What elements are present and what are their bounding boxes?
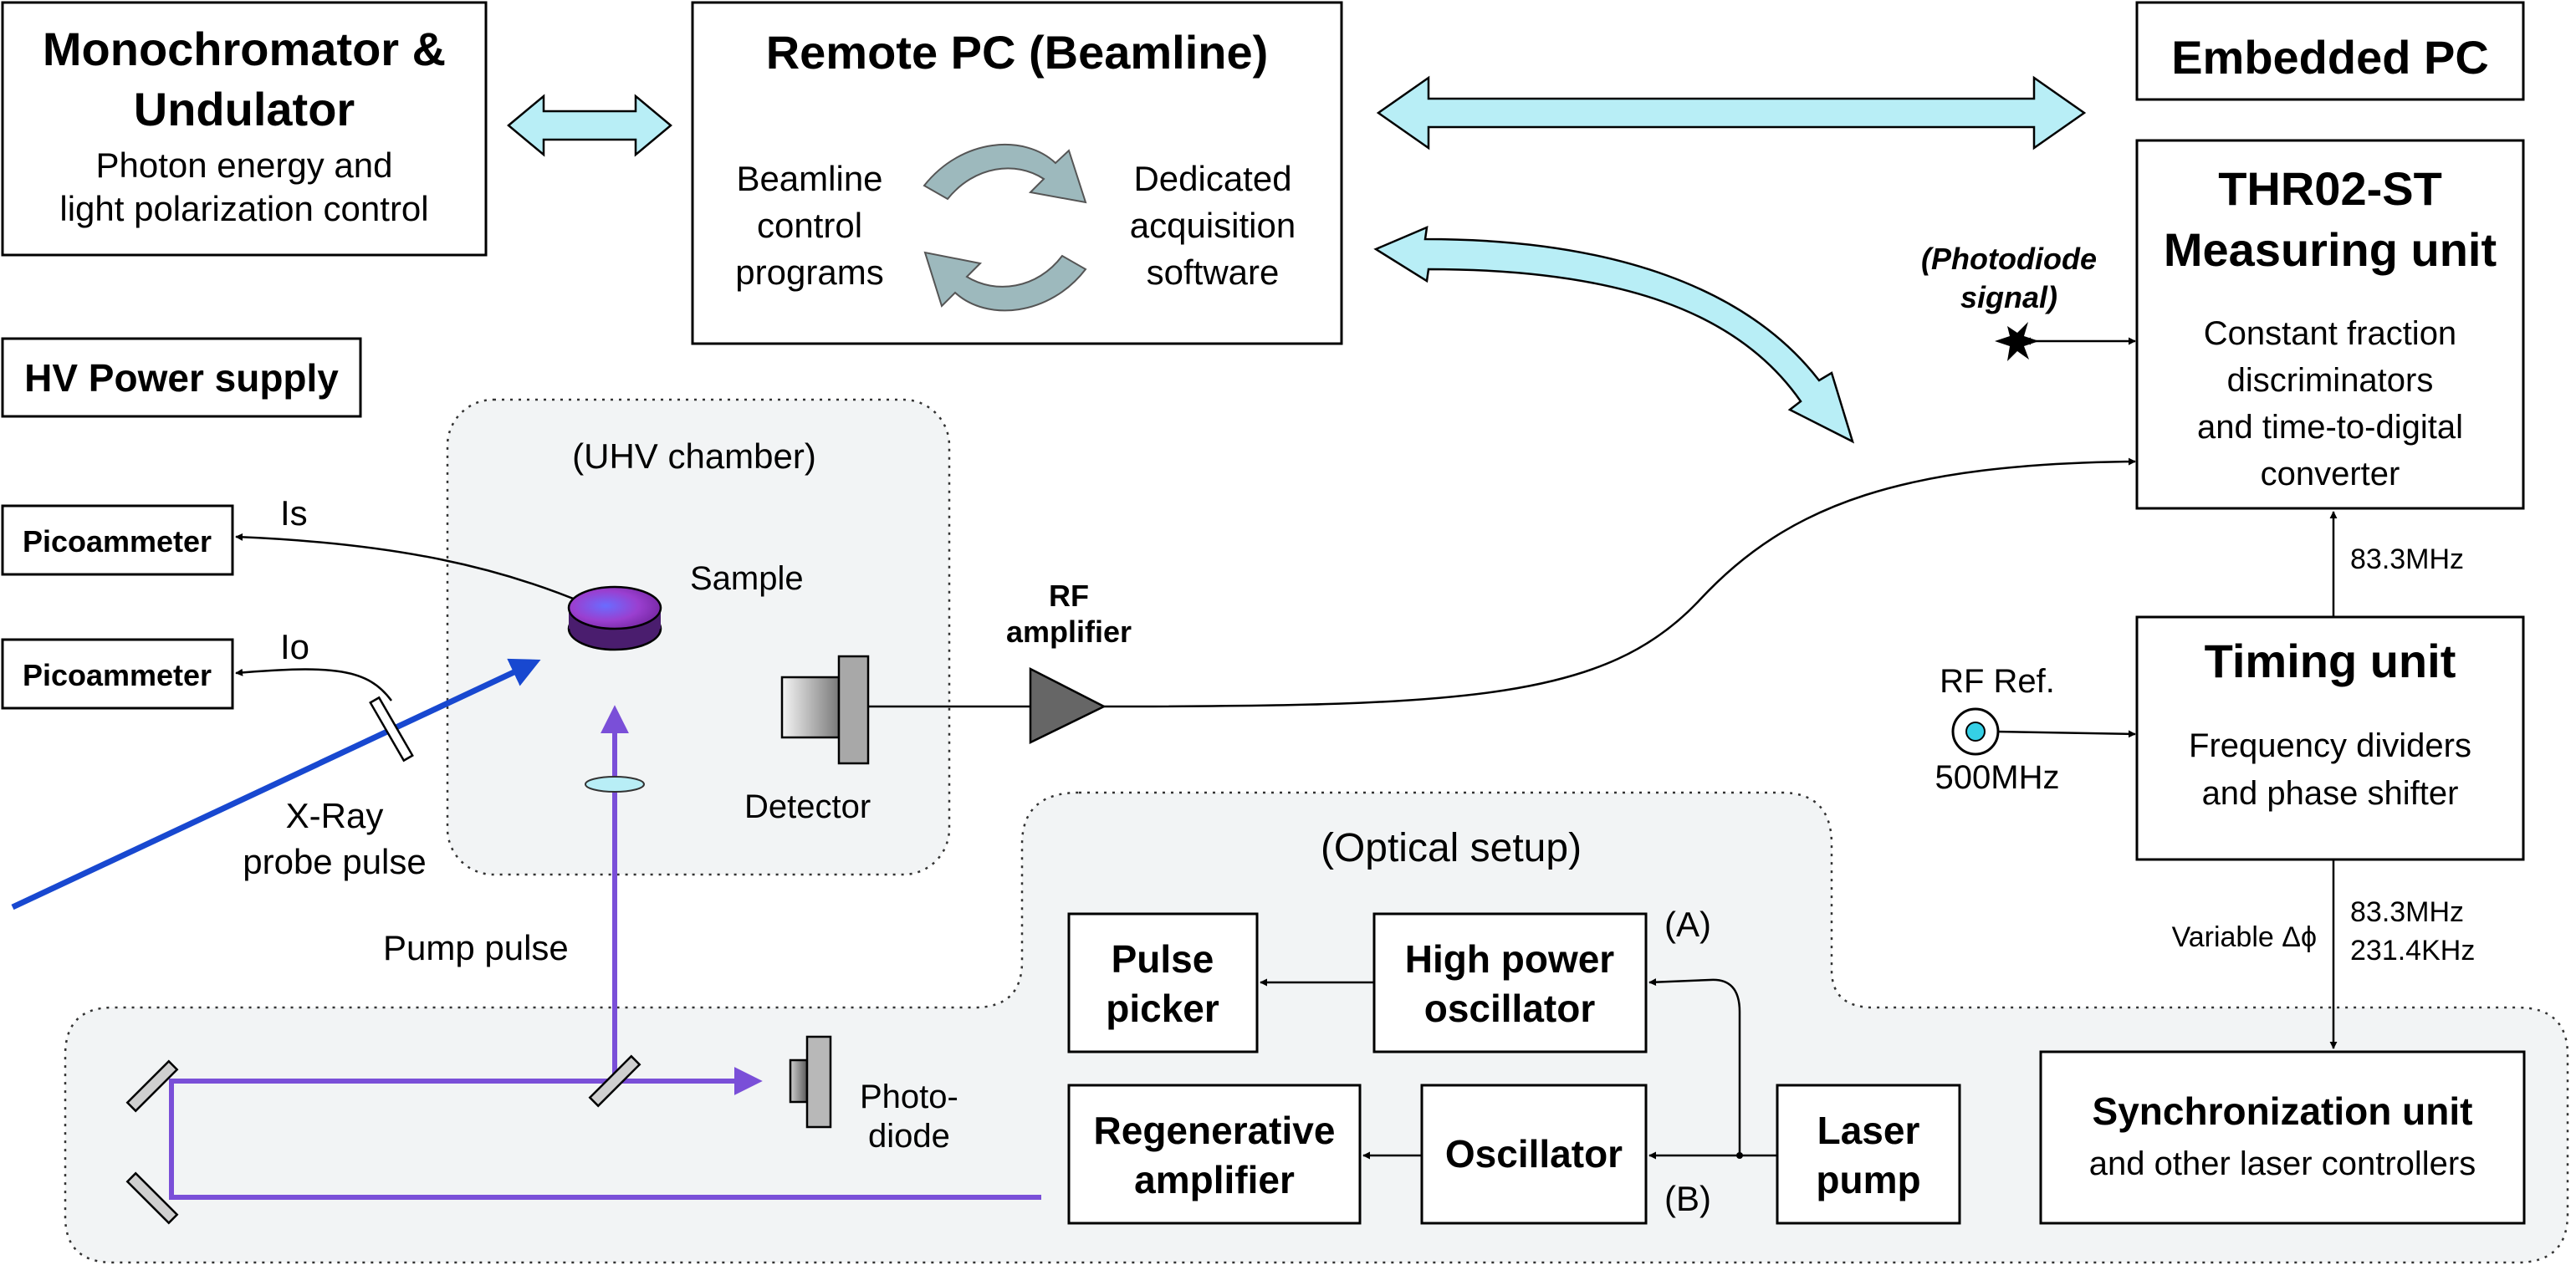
oscillator-box <box>1420 1084 1648 1225</box>
rf-amp-label-2: amplifier <box>1006 615 1132 649</box>
oscillator-title: Oscillator <box>1445 1132 1623 1176</box>
uhv-chamber-label: (UHV chamber) <box>572 436 816 476</box>
timing-unit-box <box>2135 615 2525 861</box>
photodiode-signal-icon <box>1995 322 2039 361</box>
io-foil <box>369 696 414 763</box>
photodiode-label-2: diode <box>868 1118 950 1155</box>
rf-amplifier-icon <box>1029 666 1107 745</box>
remote-pc-right-3: software <box>1147 252 1280 292</box>
freq-bottom-label-1: 83.3MHz <box>2350 896 2464 928</box>
photodiode-signal-label-1: (Photodiode <box>1921 242 2097 276</box>
freq-top-label: 83.3MHz <box>2350 543 2464 575</box>
thr02-line-3: and time-to-digital <box>2197 409 2463 446</box>
pump-beam-path <box>169 1067 1041 1200</box>
rf-freq-label: 500MHz <box>1935 759 2060 796</box>
pulse-picker-line-2: picker <box>1106 987 1219 1030</box>
picoammeter-o-title: Picoammeter <box>23 658 212 692</box>
sync-unit-box <box>2039 1050 2526 1225</box>
pump-to-hpo-wire <box>1648 978 1741 1155</box>
remote-pc-right-2: acquisition <box>1130 206 1296 245</box>
mirror-bottom-left <box>125 1171 179 1225</box>
monochromator-box <box>1 1 488 257</box>
regen-amp-line-2: amplifier <box>1134 1158 1295 1201</box>
thr02-box <box>2135 139 2525 510</box>
monochromator-title-2: Undulator <box>134 83 355 135</box>
laser-pump-box <box>1776 1084 1961 1225</box>
regen-amp-line-1: Regenerative <box>1094 1109 1336 1152</box>
regen-amp-box <box>1067 1084 1362 1225</box>
sync-arrow-bottom-icon <box>923 251 1087 312</box>
mirror-top-left <box>125 1059 179 1113</box>
detector-icon <box>780 655 870 765</box>
path-a-label: (A) <box>1664 905 1711 944</box>
remote-pc-left-1: Beamline <box>736 159 882 198</box>
rf-ref-wire <box>1994 730 2136 738</box>
monochromator-line-2: light polarization control <box>59 189 428 228</box>
rf-ref-connector-icon <box>1951 707 2000 756</box>
remote-pc-left-2: control <box>757 206 862 245</box>
picoammeter-s-title: Picoammeter <box>23 524 212 559</box>
io-wire <box>235 668 393 701</box>
sync-arrow-top-icon <box>923 143 1087 204</box>
timing-line-2: and phase shifter <box>2202 775 2459 812</box>
remote-pc-left-3: programs <box>735 252 883 292</box>
monochromator-line-1: Photon energy and <box>96 145 393 185</box>
is-label: Is <box>280 493 308 533</box>
high-power-osc-line-1: High power <box>1405 937 1615 981</box>
thr02-line-1: Constant fraction <box>2204 315 2456 352</box>
sync-title: Synchronization unit <box>2093 1089 2473 1133</box>
picoammeter-s-box <box>1 504 234 576</box>
rf-amp-label-1: RF <box>1049 579 1089 613</box>
is-wire <box>235 533 586 605</box>
thr02-line-4: converter <box>2261 456 2400 492</box>
io-label: Io <box>280 627 309 666</box>
photodiode-label-1: Photo- <box>860 1079 958 1115</box>
pulse-picker-box <box>1067 912 1259 1053</box>
pump-junction <box>1736 1152 1743 1159</box>
detector-label: Detector <box>744 788 871 825</box>
sample-icon <box>567 585 662 651</box>
embedded-pc-title: Embedded PC <box>2171 31 2489 84</box>
beam-splitter <box>588 1054 641 1108</box>
hv-supply-box <box>1 337 362 418</box>
embedded-pc-link-arrow <box>1376 75 2087 150</box>
sample-label: Sample <box>690 560 804 597</box>
sync-line-1: and other laser controllers <box>2089 1145 2476 1182</box>
thr02-title-2: Measuring unit <box>2164 223 2497 276</box>
xray-beam <box>11 658 541 910</box>
remote-pc-title: Remote PC (Beamline) <box>766 26 1269 79</box>
picoammeter-o-box <box>1 638 234 710</box>
monochromator-title-1: Monochromator & <box>43 23 446 75</box>
photodiode-icon <box>789 1035 832 1129</box>
embedded-pc-box <box>2135 1 2525 101</box>
thr02-line-2: discriminators <box>2227 362 2434 399</box>
detector-signal-wire <box>1103 457 2136 708</box>
path-b-label: (B) <box>1664 1179 1711 1218</box>
freq-bottom-label-2: 231.4KHz <box>2350 935 2475 967</box>
measuring-unit-link-arrow <box>1373 225 1855 444</box>
monochromator-link-arrow <box>507 94 672 157</box>
xray-label-1: X-Ray <box>286 796 384 835</box>
pump-pulse-label: Pump pulse <box>383 928 569 967</box>
thr02-title-1: THR02-ST <box>2218 162 2442 215</box>
timing-title: Timing unit <box>2205 635 2456 687</box>
uhv-chamber-region <box>446 398 951 876</box>
variable-phase-label: Variable Δϕ <box>2172 921 2317 953</box>
remote-pc-right-1: Dedicated <box>1133 159 1291 198</box>
pulse-picker-line-1: Pulse <box>1112 937 1214 981</box>
focusing-lens <box>585 776 645 793</box>
high-power-osc-box <box>1372 912 1648 1053</box>
hv-supply-title: HV Power supply <box>24 356 339 400</box>
rf-ref-label: RF Ref. <box>1940 663 2055 700</box>
laser-pump-line-2: pump <box>1816 1158 1920 1201</box>
xray-label-2: probe pulse <box>243 842 427 881</box>
laser-pump-line-1: Laser <box>1817 1109 1920 1152</box>
photodiode-signal-label-2: signal) <box>1960 280 2057 314</box>
optical-setup-label: (Optical setup) <box>1321 826 1582 870</box>
high-power-osc-line-2: oscillator <box>1424 987 1596 1030</box>
timing-line-1: Frequency dividers <box>2189 727 2471 764</box>
